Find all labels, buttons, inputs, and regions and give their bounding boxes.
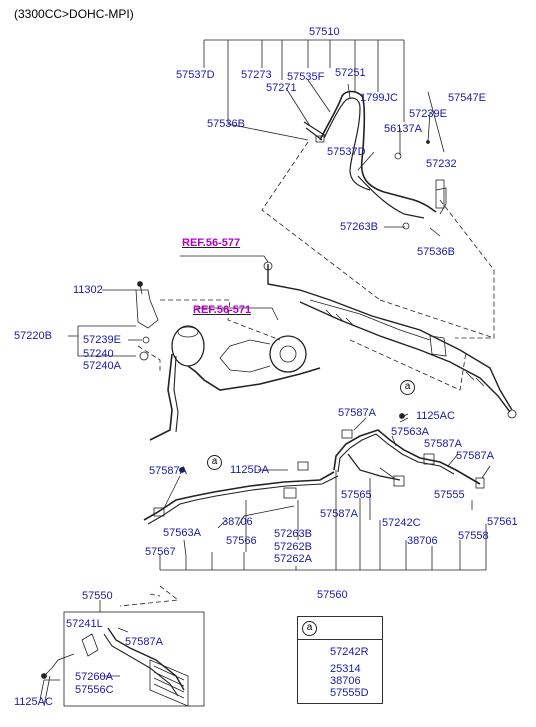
part-label-57587a[interactable]: 57587A <box>149 465 187 477</box>
part-label-57537d[interactable]: 57537D <box>176 69 215 81</box>
engine-spec-header: (3300CC>DOHC-MPI) <box>14 7 134 21</box>
part-label-1125ac[interactable]: 1125AC <box>14 696 53 708</box>
part-label-57510[interactable]: 57510 <box>309 26 340 38</box>
legend-part-57555d[interactable]: 57555D <box>330 687 369 699</box>
part-label-1799jc[interactable]: 1799JC <box>360 92 398 104</box>
part-label-57563a[interactable]: 57563A <box>391 426 429 438</box>
legend-part-38706[interactable]: 38706 <box>330 675 361 687</box>
part-label-57587a[interactable]: 57587A <box>125 636 163 648</box>
part-label-57263b[interactable]: 57263B <box>274 528 312 540</box>
part-label-57220b[interactable]: 57220B <box>14 330 52 342</box>
part-label-57555[interactable]: 57555 <box>434 489 465 501</box>
part-label-1125da[interactable]: 1125DA <box>230 464 269 476</box>
part-label-56137a[interactable]: 56137A <box>384 123 422 135</box>
part-label-57242c[interactable]: 57242C <box>382 517 421 529</box>
part-label-57587a[interactable]: 57587A <box>424 438 462 450</box>
callout-a-upper: a <box>400 380 415 395</box>
part-label-57535f[interactable]: 57535F <box>287 71 325 83</box>
part-label-57560[interactable]: 57560 <box>317 589 348 601</box>
ref-link-56-577[interactable]: REF.56-577 <box>182 237 241 249</box>
part-label-57567[interactable]: 57567 <box>145 546 176 558</box>
part-label-57239e[interactable]: 57239E <box>83 334 121 346</box>
part-label-57273[interactable]: 57273 <box>241 69 272 81</box>
legend-part-25314[interactable]: 25314 <box>330 663 361 675</box>
part-label-57565[interactable]: 57565 <box>341 489 372 501</box>
legend-part-57242r[interactable]: 57242R <box>330 646 369 658</box>
part-label-57556c[interactable]: 57556C <box>75 684 114 696</box>
part-label-57537d[interactable]: 57537D <box>327 146 366 158</box>
callout-legend-box: a 57242R 25314 38706 57555D <box>297 616 383 704</box>
part-label-38706[interactable]: 38706 <box>407 535 438 547</box>
part-label-57587a[interactable]: 57587A <box>320 508 358 520</box>
part-label-57550[interactable]: 57550 <box>82 590 113 602</box>
part-label-57558[interactable]: 57558 <box>458 530 489 542</box>
part-label-57260a[interactable]: 57260A <box>75 671 113 683</box>
part-label-57561[interactable]: 57561 <box>487 516 518 528</box>
part-label-57240a[interactable]: 57240A <box>83 360 121 372</box>
callout-a-lower: a <box>207 455 222 470</box>
part-label-57239e[interactable]: 57239E <box>409 108 447 120</box>
part-label-57547e[interactable]: 57547E <box>448 92 486 104</box>
part-label-57232[interactable]: 57232 <box>426 158 457 170</box>
part-label-38706[interactable]: 38706 <box>222 516 253 528</box>
legend-divider <box>298 639 382 640</box>
ref-link-56-571[interactable]: REF.56-571 <box>193 304 252 316</box>
part-label-57587a[interactable]: 57587A <box>338 407 376 419</box>
part-label-57240[interactable]: 57240 <box>83 348 114 360</box>
part-label-1125ac[interactable]: 1125AC <box>416 410 455 422</box>
part-label-11302[interactable]: 11302 <box>73 284 103 296</box>
part-label-57262a[interactable]: 57262A <box>274 553 312 565</box>
part-label-57263b[interactable]: 57263B <box>340 221 378 233</box>
part-label-57587a[interactable]: 57587A <box>456 450 494 462</box>
part-label-57271[interactable]: 57271 <box>266 82 297 94</box>
part-label-57566[interactable]: 57566 <box>226 535 257 547</box>
part-label-57536b[interactable]: 57536B <box>417 246 455 258</box>
part-label-57241l[interactable]: 57241L <box>66 618 103 630</box>
part-label-57563a[interactable]: 57563A <box>163 527 201 539</box>
part-label-57251[interactable]: 57251 <box>335 67 366 79</box>
legend-key: a <box>302 621 317 636</box>
part-label-57262b[interactable]: 57262B <box>274 541 312 553</box>
part-label-57536b[interactable]: 57536B <box>207 118 245 130</box>
